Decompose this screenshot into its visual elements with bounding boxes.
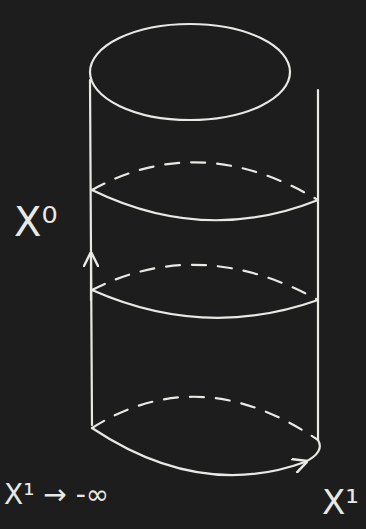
bottom-circle-arrow <box>92 428 305 475</box>
cylinder-side <box>90 80 92 425</box>
cylinder-side <box>317 90 319 440</box>
bottom-circle-back <box>92 397 318 440</box>
axis-label: X⁰ <box>14 200 57 244</box>
axis-label: X¹ → -∞ <box>4 480 109 511</box>
slice-circle <box>92 190 318 220</box>
slice-circle <box>92 290 318 318</box>
bottom-circle <box>305 440 320 462</box>
top-circle <box>90 24 290 120</box>
slice-circle-back <box>92 265 318 300</box>
slice-circle-back <box>92 162 318 200</box>
axis-label: X¹ <box>322 484 359 521</box>
time-arrow <box>90 255 92 300</box>
